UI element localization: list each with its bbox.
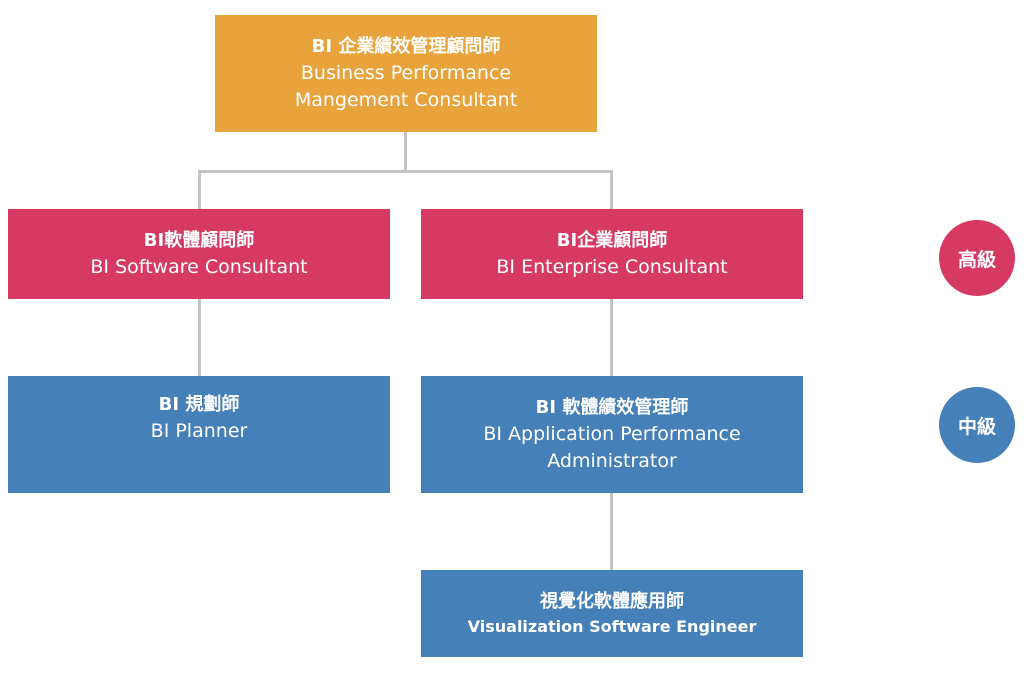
top-role-en-line2: Mangement Consultant <box>294 88 518 111</box>
app-perf-admin-zh: BI 軟體績效管理師 <box>535 396 689 418</box>
planner-en: BI Planner <box>150 420 248 442</box>
app-perf-admin-box: BI 軟體績效管理師 BI Application Performance Ad… <box>421 376 803 493</box>
viz-engineer-zh: 視覺化軟體應用師 <box>540 590 684 612</box>
connector-left-drop <box>198 170 201 210</box>
software-consultant-zh: BI軟體顧問師 <box>143 229 255 251</box>
senior-level-badge: 高級 <box>939 220 1015 296</box>
software-consultant-box: BI軟體顧問師 BI Software Consultant <box>8 209 390 299</box>
connector-horizontal <box>198 170 613 173</box>
top-role-zh: BI 企業績效管理顧問師 <box>311 35 501 57</box>
enterprise-consultant-en: BI Enterprise Consultant <box>496 255 728 278</box>
planner-zh: BI 規劃師 <box>158 394 240 415</box>
planner-box: BI 規劃師 BI Planner <box>8 376 390 493</box>
connector-admin-to-viz <box>610 492 613 571</box>
app-perf-admin-en-line1: BI Application Performance <box>483 422 741 445</box>
connector-enterprise-to-admin <box>610 298 613 377</box>
enterprise-consultant-box: BI企業顧問師 BI Enterprise Consultant <box>421 209 803 299</box>
connector-top-down <box>404 132 407 171</box>
top-role-box: BI 企業績效管理顧問師 Business Performance Mangem… <box>215 15 597 132</box>
viz-engineer-en: Visualization Software Engineer <box>467 616 757 636</box>
viz-engineer-box: 視覺化軟體應用師 Visualization Software Engineer <box>421 570 803 657</box>
top-role-en-line1: Business Performance <box>300 61 512 84</box>
connector-software-to-planner <box>198 298 201 377</box>
middle-level-badge: 中級 <box>939 387 1015 463</box>
connector-right-drop <box>610 170 613 210</box>
software-consultant-en: BI Software Consultant <box>90 255 308 278</box>
enterprise-consultant-zh: BI企業顧問師 <box>556 229 668 251</box>
app-perf-admin-en-line2: Administrator <box>547 449 677 472</box>
